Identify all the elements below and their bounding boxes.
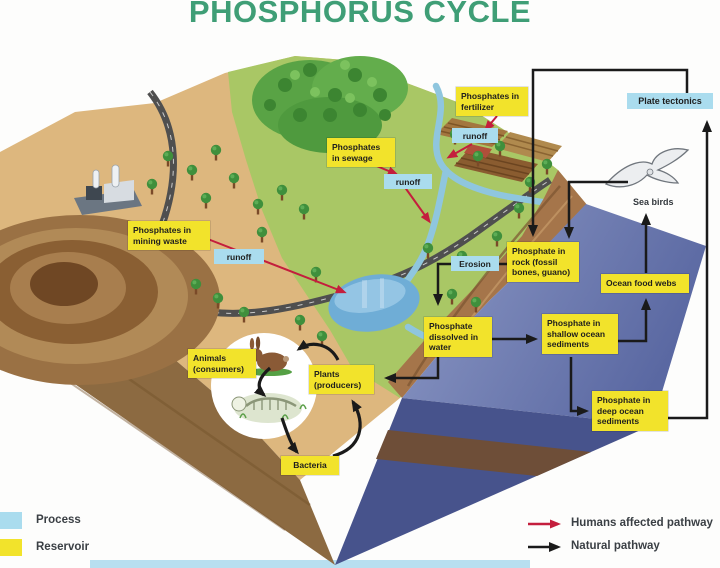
label-runoff-sewage: runoff — [384, 174, 432, 190]
legend-human-pathway-label: Humans affected pathway — [571, 517, 713, 529]
legend-arrows — [528, 519, 561, 552]
legend-reservoir-label: Reservoir — [36, 541, 90, 553]
process-swatch — [0, 512, 22, 529]
legend-process-label: Process — [36, 514, 81, 526]
ocean-front-face — [335, 398, 652, 565]
label-plate-tectonics: Plate tectonics — [627, 93, 713, 109]
label-phosphate-shallow-sediments: Phosphate in shallow ocean sediments — [542, 314, 618, 354]
label-runoff-mining: runoff — [214, 249, 264, 265]
label-phosphates-in-fertilizer: Phosphates in fertilizer — [456, 87, 528, 117]
reservoir-swatch — [0, 539, 22, 556]
mine-pit-icon — [0, 215, 220, 385]
label-phosphate-deep-sediments: Phosphate in deep ocean sediments — [592, 391, 668, 431]
label-phosphate-in-rock: Phosphate in rock (fossil bones, guano) — [507, 242, 579, 282]
forest — [252, 56, 408, 153]
legend-natural-pathway-label: Natural pathway — [571, 540, 660, 552]
label-animals-consumers: Animals (consumers) — [188, 349, 256, 379]
factory-icon — [74, 164, 142, 215]
label-phosphate-dissolved-in-water: Phosphate dissolved in water — [424, 317, 492, 357]
label-bacteria: Bacteria — [281, 456, 339, 475]
label-phosphates-in-sewage: Phosphates in sewage — [327, 138, 395, 168]
road — [147, 89, 552, 317]
skeleton-icon — [231, 393, 307, 423]
label-runoff-fertilizer: runoff — [452, 128, 498, 144]
label-erosion: Erosion — [451, 256, 499, 272]
label-ocean-food-webs: Ocean food webs — [601, 274, 689, 293]
rabbit-icon — [248, 336, 292, 376]
label-sea-birds: Sea birds — [633, 197, 674, 207]
label-phosphates-in-mining-waste: Phosphates in mining waste — [128, 221, 210, 251]
sea-bird-icon — [604, 148, 690, 188]
label-plants-producers: Plants (producers) — [309, 365, 374, 395]
bottom-water-strip — [90, 560, 530, 568]
page-title: PHOSPHORUS CYCLE — [188, 0, 532, 29]
lake — [328, 274, 420, 332]
